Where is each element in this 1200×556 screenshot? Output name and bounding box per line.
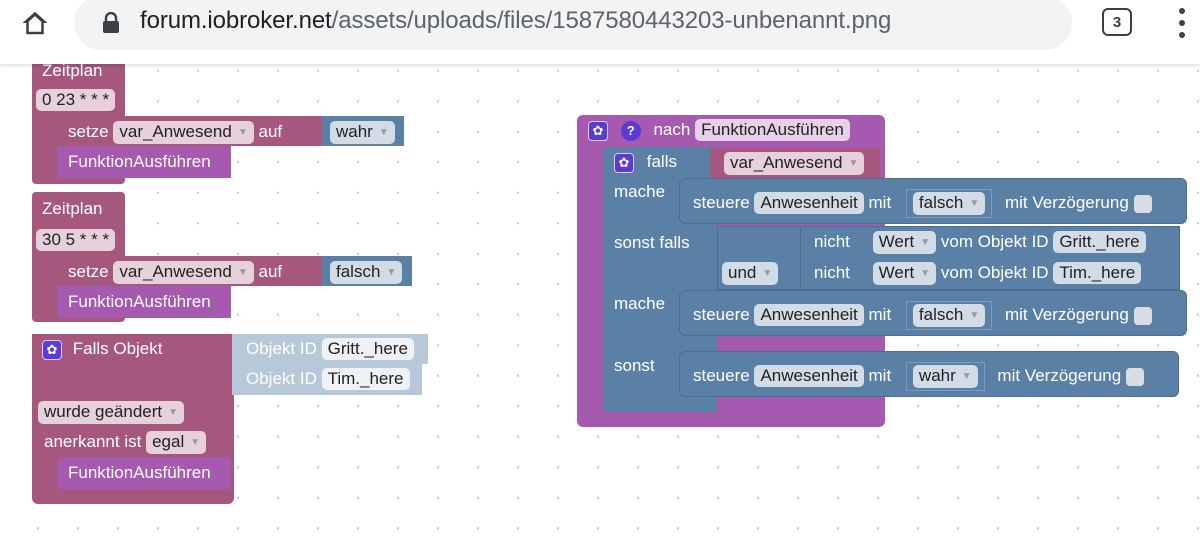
set-variable-block[interactable]: setze var_Anwesend▼ auf xyxy=(57,256,323,286)
boolean-block[interactable]: falsch▼ xyxy=(322,256,412,286)
blockly-workspace[interactable]: Zeitplan 0 23 * * * setze var_Anwesend▼ … xyxy=(0,60,1200,556)
state-field[interactable]: Anwesenheit xyxy=(754,192,864,214)
value-dropdown[interactable]: falsch▼ xyxy=(912,304,986,327)
not-block[interactable]: nicht Wert▼ vom Objekt ID Gritt._here xyxy=(800,227,1178,258)
help-icon[interactable]: ? xyxy=(620,120,641,141)
function-call-block[interactable]: FunktionAusführen xyxy=(57,286,231,318)
value-dropdown[interactable]: falsch▼ xyxy=(912,192,986,215)
cron-field[interactable]: 30 5 * * * xyxy=(36,229,116,251)
delay-checkbox[interactable] xyxy=(1133,194,1152,213)
variable-dropdown[interactable]: var_Anwesend▼ xyxy=(113,261,254,284)
object-id-field[interactable]: Tim._here xyxy=(1053,262,1142,284)
delay-checkbox[interactable] xyxy=(1133,306,1152,325)
control-block[interactable]: steuere Anwesenheit mit wahr▼ mit Verzög… xyxy=(679,351,1179,397)
set-variable-block[interactable]: setze var_Anwesend▼ auf xyxy=(57,116,323,146)
more-vert-icon[interactable] xyxy=(1172,6,1192,40)
tab-switcher-button[interactable]: 3 xyxy=(1102,8,1132,36)
state-field[interactable]: Anwesenheit xyxy=(754,365,864,387)
trigger-title: Falls Objekt xyxy=(72,339,163,358)
boolean-dropdown[interactable]: falsch▼ xyxy=(330,261,403,284)
url-text[interactable]: forum.iobroker.net/assets/uploads/files/… xyxy=(140,7,892,34)
gear-icon[interactable]: ✿ xyxy=(588,120,608,141)
trigger-dropdown[interactable]: wurde geändert▼ xyxy=(38,401,185,424)
else-label: sonst xyxy=(614,356,655,375)
cron-field[interactable]: 0 23 * * * xyxy=(36,89,116,111)
function-call-block[interactable]: FunktionAusführen xyxy=(57,146,231,178)
variable-get-block[interactable]: var_Anwesend▼ xyxy=(710,148,880,178)
boolean-dropdown[interactable]: wahr▼ xyxy=(330,121,395,144)
gear-icon[interactable]: ✿ xyxy=(42,339,62,360)
object-id-block[interactable]: Objekt ID Gritt._here xyxy=(232,334,428,364)
function-name-field[interactable]: FunktionAusführen xyxy=(695,119,850,141)
elseif-label: sonst falls xyxy=(614,233,690,252)
do-label: mache xyxy=(614,294,666,313)
value-type-dropdown[interactable]: Wert▼ xyxy=(872,231,937,254)
not-block[interactable]: nicht Wert▼ vom Objekt ID Tim._here xyxy=(800,258,1172,289)
home-button[interactable] xyxy=(18,6,52,40)
home-icon xyxy=(22,11,48,35)
ack-dropdown[interactable]: egal▼ xyxy=(146,431,207,454)
boolean-block[interactable]: wahr▼ xyxy=(322,116,404,146)
object-id-field[interactable]: Tim._here xyxy=(321,368,410,390)
variable-dropdown[interactable]: var_Anwesend▼ xyxy=(724,152,865,175)
control-block[interactable]: steuere Anwesenheit mit falsch▼ mit Verz… xyxy=(679,178,1187,224)
schedule-title: Zeitplan xyxy=(42,61,103,80)
logic-operator-dropdown[interactable]: und▼ xyxy=(722,262,779,285)
browser-toolbar: forum.iobroker.net/assets/uploads/files/… xyxy=(0,0,1200,64)
do-label: mache xyxy=(614,182,666,201)
state-field[interactable]: Anwesenheit xyxy=(754,304,864,326)
object-id-field[interactable]: Gritt._here xyxy=(321,338,414,360)
control-block[interactable]: steuere Anwesenheit mit falsch▼ mit Verz… xyxy=(679,290,1187,336)
value-dropdown[interactable]: wahr▼ xyxy=(912,365,978,388)
function-call-block[interactable]: FunktionAusführen xyxy=(57,457,231,489)
schedule-title: Zeitplan xyxy=(42,199,103,218)
object-id-block[interactable]: Objekt ID Tim._here xyxy=(232,364,422,395)
value-type-dropdown[interactable]: Wert▼ xyxy=(872,262,937,285)
address-bar[interactable]: forum.iobroker.net/assets/uploads/files/… xyxy=(74,0,1072,50)
variable-dropdown[interactable]: var_Anwesend▼ xyxy=(113,121,254,144)
delay-checkbox[interactable] xyxy=(1125,367,1144,386)
gear-icon[interactable]: ✿ xyxy=(614,152,634,173)
object-id-field[interactable]: Gritt._here xyxy=(1053,231,1146,253)
lock-icon xyxy=(103,12,119,33)
